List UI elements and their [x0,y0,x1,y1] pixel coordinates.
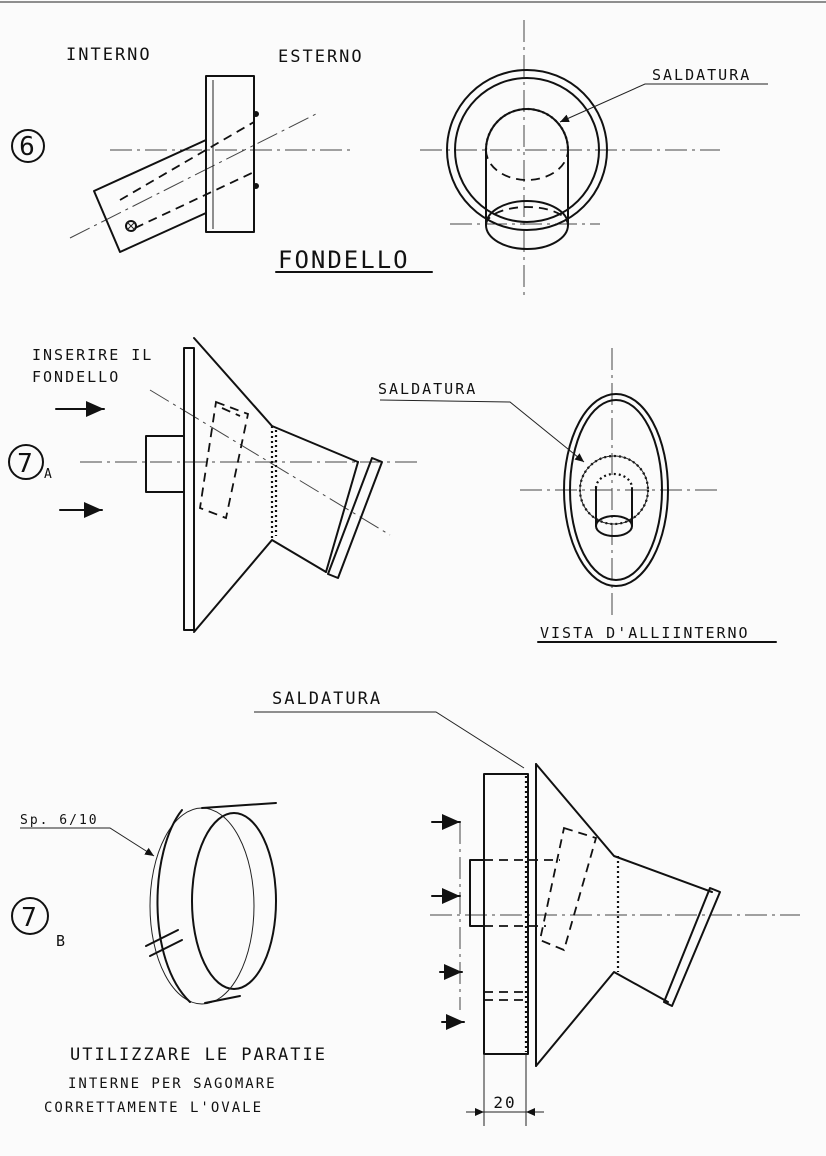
dimension-20: 20 [466,1054,544,1126]
step-7b-number: 7 [21,903,39,933]
plate-box [483,773,529,1055]
label-interno: INTERNO [66,45,152,65]
step-7b-suffix: B [56,932,67,950]
cone-assembly-7a [80,337,420,633]
fondello-front-view [420,20,720,298]
step-7a-number: 7 [17,449,35,479]
saldatura-leader-7b [254,711,525,769]
note-line-1: UTILIZZARE LE PARATIE [70,1045,327,1065]
view-caption: VISTA D'ALLIINTERNO [540,624,750,642]
step-7b: SALDATURA Sp. 6/10 7 B [11,689,800,1126]
fondello-hidden [538,826,598,952]
rivet-icon [125,220,137,232]
step-7a-circle [8,444,44,480]
oval-inner-view [520,348,720,620]
oval-band [145,802,277,1005]
step-7a-suffix: A [44,467,54,482]
step-6: 6 INTERNO ESTERNO [11,20,768,298]
saldatura-leader-7a [379,399,585,463]
step-7a: INSERIRE IL FONDELLO 7 A [8,337,777,643]
instruction-line-1: INSERIRE IL [32,346,153,364]
title-fondello: FONDELLO [278,246,410,274]
step-6-number: 6 [19,132,37,162]
dimension-value: 20 [493,1093,516,1112]
thickness-label: Sp. 6/10 [20,813,99,828]
tube-rim [327,457,383,579]
note-line-2: INTERNE PER SAGOMARE [68,1076,277,1092]
fondello-stub [145,435,185,493]
flange-plate [183,347,195,631]
thickness-leader [20,827,155,857]
label-saldatura-7b: SALDATURA [272,689,382,709]
fondello-tube [93,139,207,253]
instruction-line-2: FONDELLO [32,368,120,386]
fondello-side-view [69,75,350,253]
label-saldatura-6: SALDATURA [652,66,751,84]
step-6-circle [11,129,45,163]
fondello-hidden [199,400,250,520]
weld-seam [484,107,570,151]
label-esterno: ESTERNO [278,47,364,67]
saldatura-leader-6 [559,83,768,123]
fondello-plate [205,75,255,233]
step-7b-circle [11,897,49,935]
tube-rim [663,887,721,1007]
cone-assembly-7b [430,763,800,1067]
label-saldatura-7a: SALDATURA [378,380,477,398]
note-line-3: CORRETTAMENTE L'OVALE [44,1100,263,1116]
